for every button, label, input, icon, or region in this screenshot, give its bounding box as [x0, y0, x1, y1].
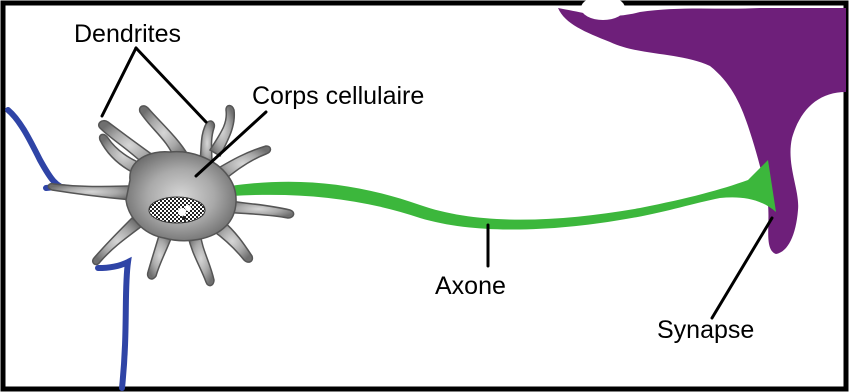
nucleus — [149, 197, 205, 223]
axon — [230, 160, 776, 230]
synapse-label: Synapse — [657, 318, 754, 343]
dendrites-leader-left — [102, 48, 136, 116]
cell-body — [126, 152, 236, 241]
synapse-leader — [712, 218, 772, 318]
cell-body-label: Corps cellulaire — [252, 84, 424, 109]
blue-neuron-lower — [98, 262, 128, 388]
axon-label: Axone — [435, 274, 506, 299]
blue-neuron-upper — [8, 110, 70, 190]
dendrites-label: Dendrites — [74, 22, 181, 47]
